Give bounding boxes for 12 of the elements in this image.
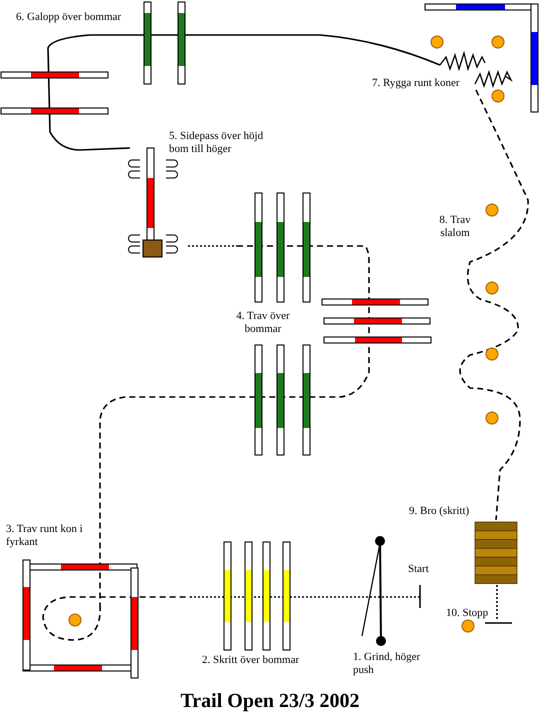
obstacle-label: 9. Bro (skritt)	[409, 505, 470, 518]
obstacle-label: 4. Trav över bommar	[235, 310, 291, 336]
obstacle-label: 8. Trav slalom	[438, 214, 472, 240]
obstacle-label: 1. Grind, höger push	[353, 651, 422, 677]
obstacle-label: 5. Sidepass över höjd bom till höger	[169, 130, 264, 156]
obstacle-label: 6. Galopp över bommar	[16, 11, 122, 24]
obstacle-label: 10. Stopp	[446, 607, 490, 620]
obstacle-label: 2. Skritt över bommar	[202, 654, 300, 667]
obstacle-label: 7. Rygga runt koner	[372, 77, 461, 90]
course-title: Trail Open 23/3 2002	[179, 690, 361, 713]
obstacle-label: Start	[408, 563, 430, 576]
obstacle-label: 3. Trav runt kon i fyrkant	[6, 523, 84, 549]
